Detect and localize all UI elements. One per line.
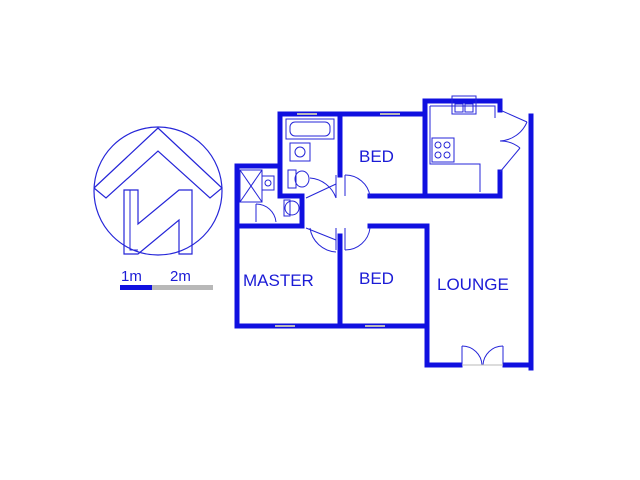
shower-icon [239, 169, 275, 203]
door-master [305, 227, 337, 253]
scale-bar: 1m 2m [120, 268, 213, 290]
scale-label-2m: 2m [170, 268, 191, 285]
toilet-icon [287, 169, 310, 189]
room-label-bed-top: BED [359, 147, 394, 166]
stove-icon [431, 137, 455, 163]
windows [275, 113, 400, 327]
door-entrance [499, 109, 528, 142]
door-bed-bottom [344, 227, 371, 251]
fixtures [239, 95, 496, 217]
kitchen-counter [429, 95, 496, 192]
basin-icon [289, 142, 311, 162]
door-wc [255, 203, 277, 223]
door-kitchen [499, 140, 521, 173]
door-bathroom [305, 175, 337, 199]
scale-label-1m: 1m [121, 268, 142, 285]
room-label-lounge: LOUNGE [437, 275, 509, 294]
north-arrow-icon [93, 126, 223, 256]
doors [255, 109, 528, 366]
door-lounge-patio [461, 345, 504, 366]
walls [234, 98, 534, 371]
door-bed-top [344, 174, 371, 197]
sink-icon [451, 95, 477, 115]
scale-bar-dark [120, 285, 152, 290]
bathtub-icon [285, 118, 335, 140]
room-label-bed-bottom: BED [359, 269, 394, 288]
toilet-icon [283, 199, 300, 217]
scale-bar-light [152, 285, 213, 290]
room-label-master: MASTER [243, 271, 314, 290]
